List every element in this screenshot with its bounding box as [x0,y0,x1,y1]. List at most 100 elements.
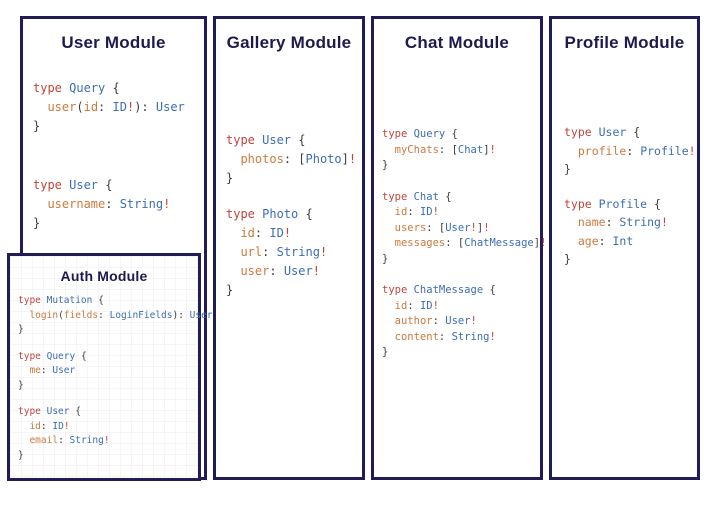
code-token [18,310,29,321]
code-token [382,237,395,249]
code-token: ! [312,264,320,278]
code-token: { [654,196,661,211]
code-token: } [382,159,389,171]
code-token: ID [112,100,127,114]
code-line: photos: [Photo]! [226,150,362,169]
module-box-chat: Chat Module type Query { myChats: [Chat]… [371,16,547,480]
code-token: photos [240,152,284,166]
code-token: Query [69,81,113,95]
code-token: : [ [445,237,465,249]
code-line: id: ID! [382,299,540,315]
code-token: User [69,178,106,192]
code-line: users: [User!]! [382,221,540,237]
code-token: type [382,128,414,140]
code-token: Mutation [46,295,99,306]
code-line: } [18,379,198,394]
code-token: { [489,284,496,296]
code-token: User [189,309,213,321]
code-token: : [438,330,452,343]
code-token [564,234,578,248]
code-token: Int [612,233,634,248]
code-token: { [445,190,452,203]
code-token: Chat [413,190,446,203]
code-token [382,144,395,156]
code-token: ID [419,299,433,312]
code-line: messages: [ChatMessage]! [382,236,547,252]
code-token: : [40,420,53,432]
code-token: user [47,100,77,114]
code-token: } [382,252,389,265]
code-area-gallery: type User { photos: [Photo]!} type Photo … [216,131,362,300]
code-token [226,245,240,259]
code-line: } [226,169,362,188]
code-token: { [75,406,81,417]
code-token: } [564,252,571,266]
code-line: type User { [564,123,697,142]
code-token: : [598,233,613,248]
code-token: ): [172,309,190,321]
code-token: ] [476,221,484,234]
code-line: type Profile { [564,195,697,214]
code-line: user: User! [226,262,362,281]
code-token: ): [134,100,156,114]
code-line: type Mutation { [18,294,198,309]
code-line: profile: Profile! [564,142,697,161]
module-title-user: User Module [61,33,166,52]
code-token: type [33,81,70,95]
code-token: ! [489,330,496,343]
code-token: User [445,221,471,234]
code-token [18,365,29,376]
code-token: ID [419,206,433,218]
code-token: Query [413,128,452,140]
code-block: type Query { myChats: [Chat]!} [382,127,540,174]
code-block: type Photo { id: ID! url: String! user: … [226,205,362,300]
code-token: : [407,206,420,218]
code-token: ! [163,197,171,211]
code-block: type User { username: String!} [33,176,204,233]
code-token: Profile [598,196,655,211]
code-line: name: String! [564,213,697,232]
code-token: fields [63,309,99,321]
code-token: { [112,81,120,95]
code-token [382,206,395,218]
code-line: id: ID! [226,224,362,243]
code-token: name [577,215,606,229]
code-token: : [58,435,70,446]
code-token: LoginFields [109,309,173,321]
code-token [382,331,395,343]
code-token: ChatMessage [413,284,490,296]
module-title-gallery: Gallery Module [226,33,352,52]
code-token: ! [63,420,70,432]
code-area-chat: type Query { myChats: [Chat]!} type Chat … [374,127,547,361]
code-token: ! [432,206,439,218]
code-area-user: type Query { user(id: ID!): User}type Us… [23,79,204,233]
code-token: { [305,207,313,221]
code-token: : [ [438,143,458,156]
code-line: } [382,158,540,174]
code-line: type Chat { [382,190,540,206]
code-block: type Mutation { login(fields: LoginField… [18,294,213,338]
code-token: } [382,346,389,358]
code-token: Query [46,350,81,362]
code-token: users [394,221,427,234]
code-token: : [262,245,277,259]
code-token: ID [269,226,284,240]
code-block: type User { photos: [Photo]!} [226,131,362,188]
code-token: } [226,171,234,185]
code-token: ! [540,237,547,249]
code-line: } [564,250,697,269]
code-token: Photo [262,207,306,221]
code-token: } [33,119,41,133]
code-token: author [394,315,433,327]
code-token: id [83,100,99,114]
code-token: : [254,226,270,240]
code-token: User [155,100,185,114]
code-token [564,215,578,229]
code-token: type [226,207,263,221]
code-token: { [451,128,458,140]
code-token: age [577,233,599,248]
code-line: type User { [18,405,198,420]
code-line: } [18,449,198,464]
code-area-profile: type User { profile: Profile!} type Profi… [552,123,697,269]
code-token: ! [103,435,110,446]
